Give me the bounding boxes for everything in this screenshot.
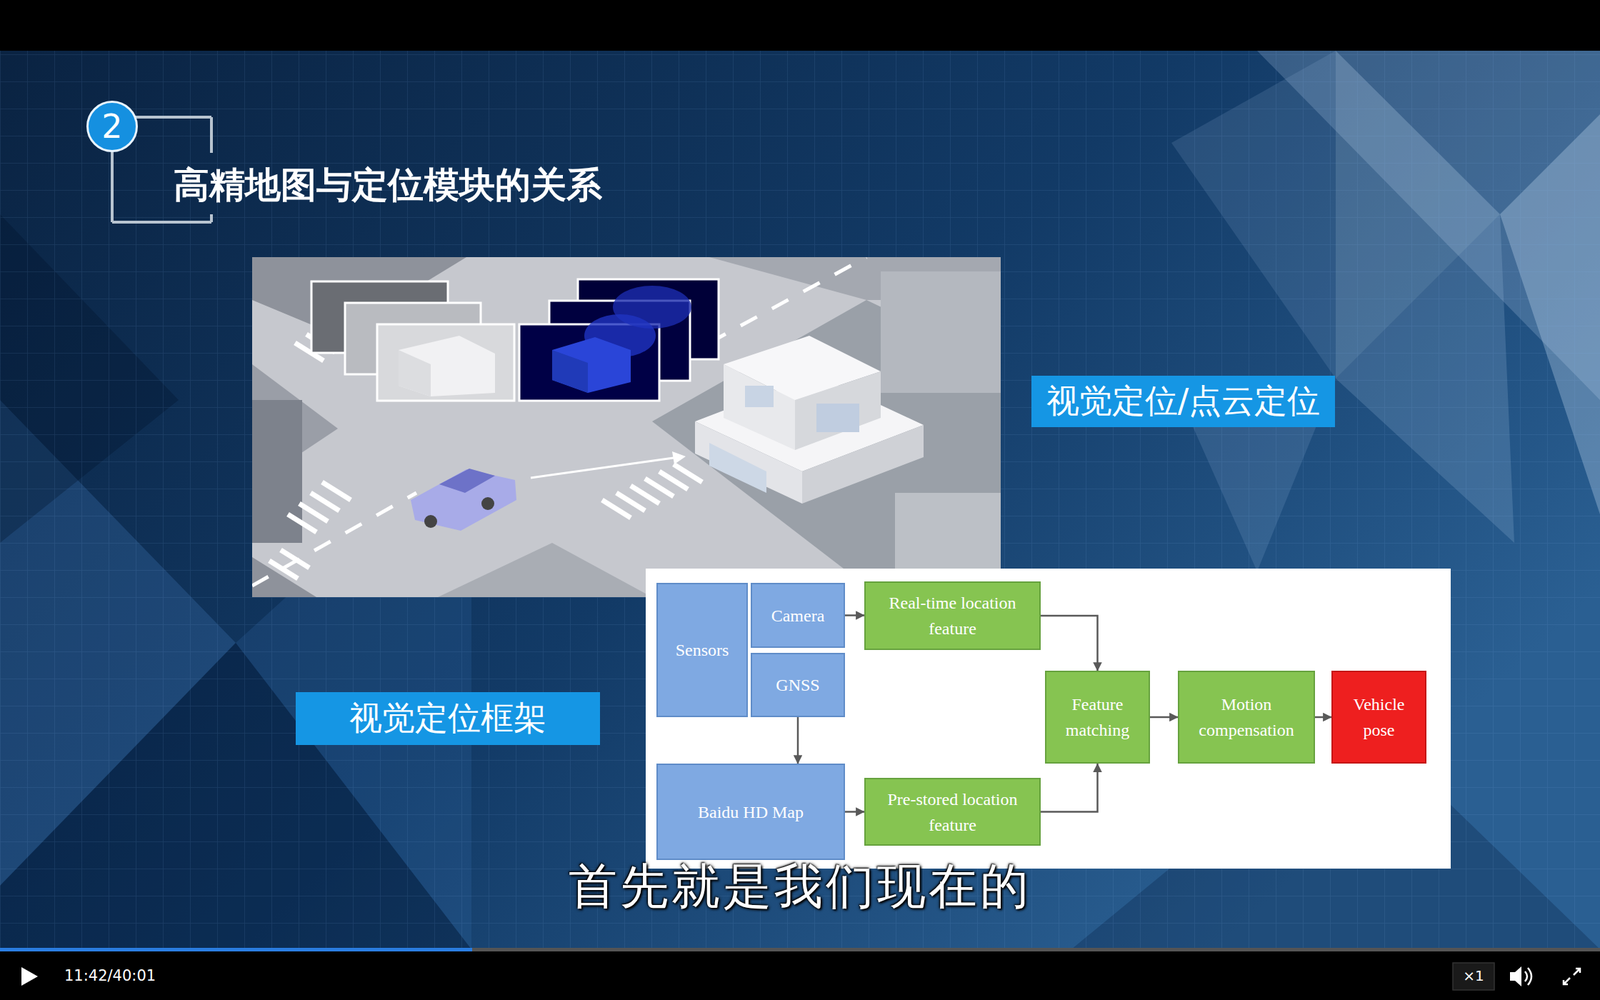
building [695,335,924,504]
node-text: Motion compensation [1185,691,1308,743]
speed-button [1452,962,1495,990]
play-icon [21,967,38,986]
slide-title: 高精地图与定位模块的关系 [173,161,603,210]
background-fill [0,50,1600,950]
node-text: 2 [101,107,123,146]
background-triangles [0,50,1600,950]
flow-arrow [1040,615,1098,671]
node-text: Sensors [675,637,730,663]
flow-arrow [1315,716,1332,719]
top-bar [0,0,1600,51]
background-grid [0,50,1600,950]
node-text: Pre-stored location feature [871,786,1034,838]
city-illustration [252,257,1001,598]
node-text: Baidu HD Map [697,799,804,825]
sensor-box: Camera [750,582,845,648]
player-bar [0,949,1600,1000]
flow-arrow [1150,716,1178,719]
image-stack-camera [311,281,515,401]
heading-badge: 视觉定位框架 [295,692,600,745]
section-number: 2 [86,100,138,153]
progress-played [0,947,473,952]
speed-label: ×1 [1452,967,1495,985]
node-text: Feature matching [1052,691,1143,743]
heading-badge: 视觉定位/点云定位 [1031,375,1335,428]
node-text: 视觉定位/点云定位 [1046,379,1321,424]
flow-arrow [1040,763,1098,813]
node-text: Camera [771,602,825,629]
process-box: Real-time location feature [864,581,1041,650]
flow-arrow [845,614,865,617]
image-stack-pointcloud [519,279,719,401]
map-box: Baidu HD Map [656,763,845,860]
video-subtitle: 首先就是我们现在的 [0,854,1600,920]
time-display: 11:42/40:01 [64,967,156,985]
sensor-box: GNSS [750,652,845,718]
node-text: GNSS [775,672,820,698]
output-box: Vehicle pose [1331,670,1427,764]
process-box: Feature matching [1045,670,1150,764]
node-text: 视觉定位框架 [349,696,547,741]
sensor-box: Sensors [656,582,748,718]
city-blocks [252,257,1001,598]
process-box: Pre-stored location feature [864,777,1041,846]
arrow-to-building [530,451,686,478]
progress-rest [472,947,1600,952]
flow-arrow [845,810,865,813]
volume-icon [1510,966,1532,987]
node-text: Vehicle pose [1338,691,1420,743]
fullscreen-icon [1563,968,1580,985]
node-text: Real-time location feature [871,590,1034,642]
process-box: Motion compensation [1177,670,1315,764]
car [410,468,517,531]
lane-marks [252,257,867,586]
flow-arrow [797,717,800,764]
